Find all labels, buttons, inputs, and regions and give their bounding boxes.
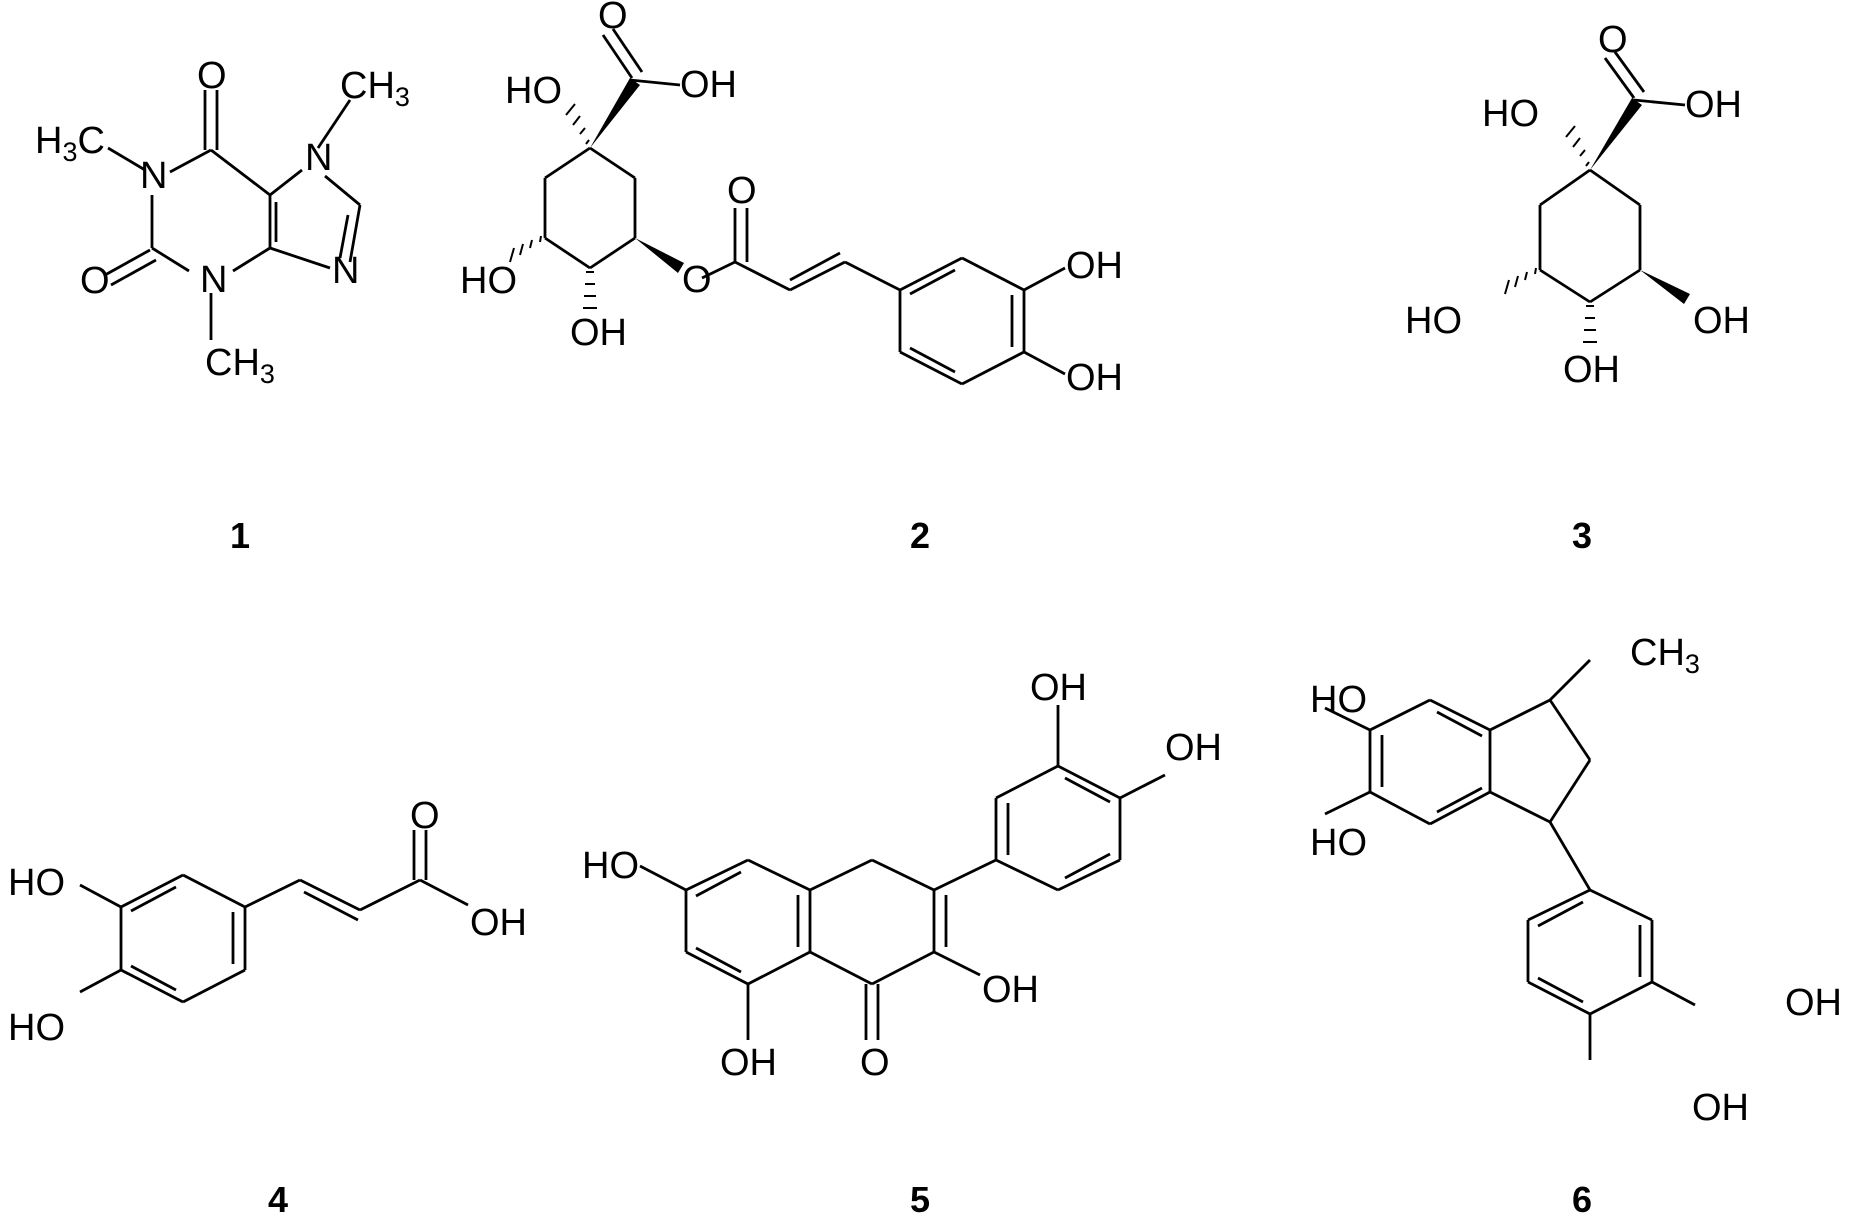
atom-label: OH — [1685, 84, 1742, 126]
methyl-label: CH3 — [340, 65, 410, 112]
atom-label: O — [80, 260, 110, 302]
atom-label: N — [140, 155, 167, 197]
hashed-bond — [1583, 305, 1597, 343]
atom-label: O — [727, 170, 757, 212]
atom-label: OH — [570, 312, 627, 354]
structure-3: O OH HO HO OH OH — [1405, 19, 1750, 391]
atom-label: N — [305, 137, 332, 179]
compound-number-1: 1 — [230, 515, 250, 556]
atom-label: OH — [1693, 300, 1750, 342]
methyl-label: H3C — [35, 120, 105, 167]
atom-label: OH — [1692, 1087, 1749, 1129]
structure-6: HO HO CH3 OH OH — [1310, 632, 1842, 1129]
structure-1: O N N N N O H3C CH3 CH3 — [35, 55, 410, 389]
atom-label: HO — [505, 70, 562, 112]
atom-label: N — [200, 259, 227, 301]
atom-label: HO — [1405, 300, 1462, 342]
atom-label: OH — [680, 64, 737, 106]
methyl-label: CH3 — [1630, 632, 1700, 679]
atom-label: OH — [1785, 982, 1842, 1024]
atom-label: OH — [470, 902, 527, 944]
atom-label: O — [1598, 19, 1628, 61]
atom-label: OH — [720, 1042, 777, 1084]
atom-label: O — [860, 1042, 890, 1084]
atom-label: O — [598, 0, 628, 37]
atom-label: HO — [1310, 679, 1367, 721]
structure-5: HO OH O OH OH OH — [582, 667, 1222, 1084]
compound-number-5: 5 — [910, 1179, 930, 1220]
atom-label: OH — [1563, 349, 1620, 391]
atom-label: HO — [1310, 822, 1367, 864]
hashed-bond — [583, 271, 597, 309]
hashed-bond — [509, 235, 542, 263]
atom-label: O — [682, 259, 712, 301]
atom-label: HO — [1482, 93, 1539, 135]
atom-label: OH — [1030, 667, 1087, 709]
atom-label: HO — [8, 862, 65, 904]
atom-label: HO — [460, 260, 517, 302]
structure-2: O OH HO HO OH O O OH OH — [460, 0, 1123, 399]
compound-number-2: 2 — [910, 515, 930, 556]
atom-label: OH — [1066, 357, 1123, 399]
atom-label: HO — [582, 845, 639, 887]
atom-label: N — [332, 250, 359, 292]
atom-label: OH — [1165, 727, 1222, 769]
compound-number-6: 6 — [1572, 1179, 1592, 1220]
atom-label: OH — [982, 969, 1039, 1011]
atom-label: O — [197, 55, 227, 97]
compound-number-4: 4 — [268, 1179, 288, 1220]
hashed-bond — [1565, 125, 1590, 167]
atom-label: O — [410, 795, 440, 837]
atom-label: OH — [1066, 245, 1123, 287]
hashed-bond — [1504, 267, 1537, 295]
methyl-label: CH3 — [205, 342, 275, 389]
hashed-bond — [565, 103, 590, 145]
atom-label: HO — [8, 1007, 65, 1049]
compound-number-3: 3 — [1572, 515, 1592, 556]
structure-4: O OH HO HO — [8, 795, 527, 1049]
